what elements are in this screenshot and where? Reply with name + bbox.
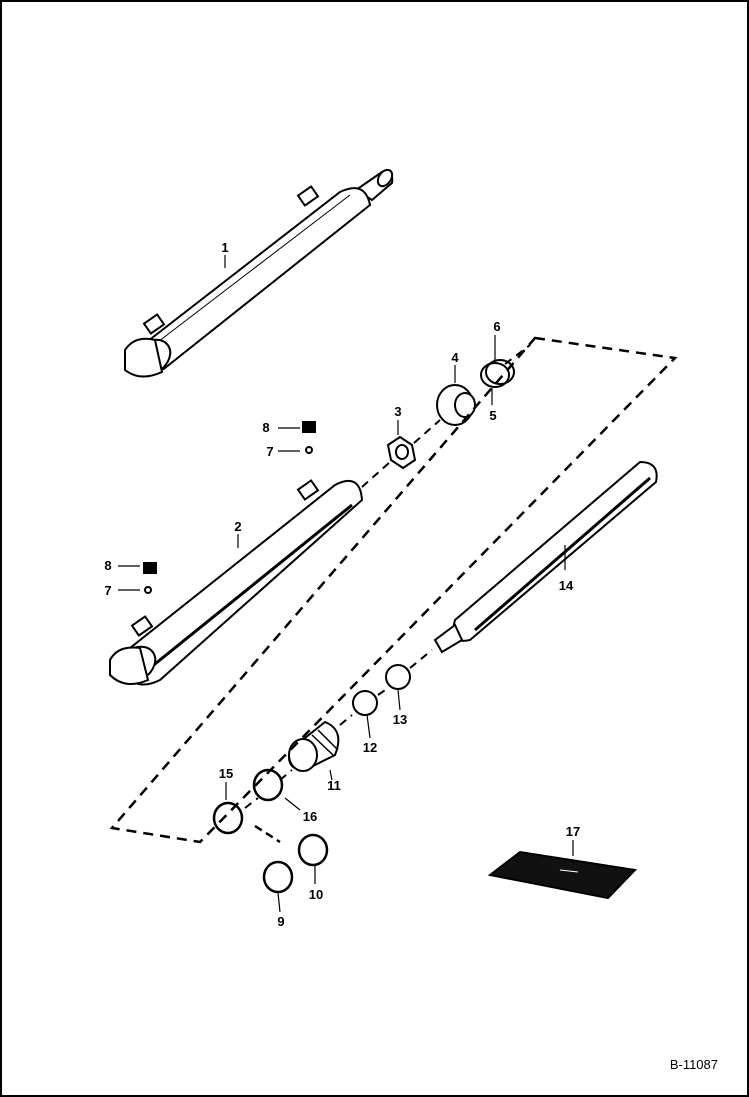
fittings-7-8-drawing (143, 421, 316, 594)
label-part-2: 2 (234, 519, 241, 534)
label-part-14: 14 (559, 578, 574, 593)
piston-drawing (436, 384, 476, 426)
label-part-17: 17 (566, 824, 580, 839)
axis-lines (244, 344, 531, 809)
label-part-1: 1 (221, 240, 228, 255)
part-labels: 1 2 3 4 5 6 7 7 8 8 9 10 11 12 13 14 15 … (104, 240, 580, 929)
label-part-8-upper: 8 (262, 420, 269, 435)
seal-kit-drawing (487, 850, 638, 900)
label-part-13: 13 (393, 712, 407, 727)
label-part-7-lower: 7 (104, 583, 111, 598)
label-part-15: 15 (219, 766, 233, 781)
label-part-6: 6 (493, 319, 500, 334)
nut-drawing (386, 435, 417, 470)
cylinder-assembly-drawing (124, 168, 394, 378)
ring-pair-connector (254, 824, 281, 844)
label-part-9: 9 (277, 914, 284, 929)
rod-drawing (433, 460, 658, 654)
seal-kit-outline (109, 336, 678, 844)
label-part-10: 10 (309, 887, 323, 902)
label-part-3: 3 (394, 404, 401, 419)
label-part-16: 16 (303, 809, 317, 824)
label-part-8-lower: 8 (104, 558, 111, 573)
label-part-4: 4 (451, 350, 459, 365)
o-rings-drawing (212, 768, 329, 894)
rings-12-13-drawing (352, 664, 411, 716)
label-part-11: 11 (327, 778, 341, 793)
seal-rings-5-6-drawing (480, 359, 515, 388)
barrel-drawing (109, 479, 364, 686)
leader-lines (118, 255, 574, 913)
label-part-7-upper: 7 (266, 444, 273, 459)
document-id: B-11087 (670, 1057, 718, 1072)
label-part-12: 12 (363, 740, 377, 755)
label-part-5: 5 (489, 408, 496, 423)
gland-drawing (288, 720, 340, 772)
